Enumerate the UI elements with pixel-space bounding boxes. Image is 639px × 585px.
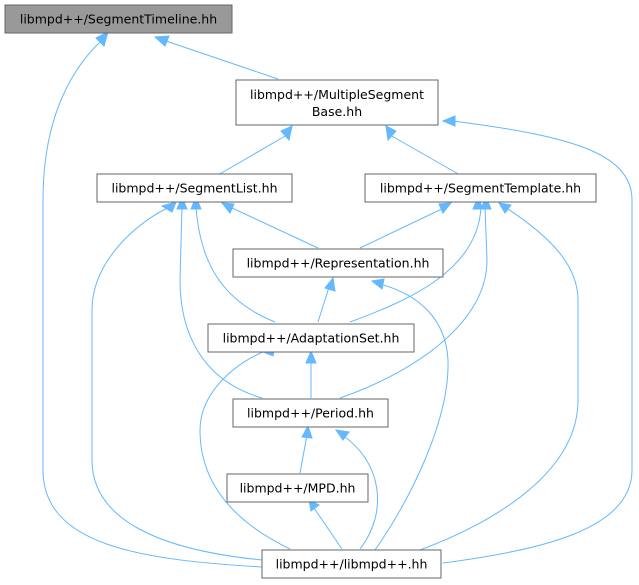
- node-label-line-2: Base.hh: [312, 104, 362, 119]
- edge-period-to-segmenttemplate: [339, 206, 488, 399]
- node-segment-list[interactable]: libmpd++/SegmentList.hh: [96, 173, 293, 203]
- node-segment-timeline[interactable]: libmpd++/SegmentTimeline.hh: [4, 4, 233, 34]
- node-adaptation-set[interactable]: libmpd++/AdaptationSet.hh: [207, 323, 415, 353]
- node-label: libmpd++/Representation.hh: [247, 256, 430, 271]
- edge-libmpdpp-to-period: [341, 434, 379, 550]
- node-box: [235, 79, 439, 126]
- node-box: [364, 173, 597, 203]
- edge-adaptationset-to-segmentlist: [195, 206, 276, 323]
- edge-libmpdpp-to-multiplesegmentbase: [442, 120, 633, 564]
- arrowhead-representation-b: [370, 278, 385, 290]
- edge-representation-to-segmenttemplate: [359, 206, 447, 249]
- node-libmpdpp[interactable]: libmpd++/libmpd++.hh: [261, 549, 442, 579]
- edge-libmpdpp-to-segmenttemplate: [419, 206, 579, 551]
- node-label: libmpd++/SegmentTemplate.hh: [380, 181, 581, 196]
- edge-libmpdpp-to-segmentlist: [91, 206, 263, 561]
- arrowhead-period-a: [301, 424, 313, 439]
- edge-period-to-segmentlist: [179, 206, 263, 399]
- arrowhead-multiplesegmentbase-a: [280, 125, 293, 142]
- edge-segmenttemplate-to-multiplesegmentbase: [389, 134, 461, 176]
- node-label: libmpd++/SegmentList.hh: [111, 181, 277, 196]
- edge-adaptationset-to-segmenttemplate: [349, 206, 482, 323]
- node-label: libmpd++/Period.hh: [247, 406, 374, 421]
- arrowhead-segmenttemplate-a: [438, 202, 453, 214]
- arrowhead-segmenttemplate-b: [472, 195, 484, 210]
- node-box: [4, 4, 233, 34]
- node-segment-template[interactable]: libmpd++/SegmentTemplate.hh: [364, 173, 597, 203]
- arrowhead-multiplesegmentbase-b: [385, 125, 397, 142]
- node-label: libmpd++/AdaptationSet.hh: [223, 331, 400, 346]
- node-label: libmpd++/MPD.hh: [240, 481, 356, 496]
- node-label: libmpd++/libmpd++.hh: [276, 557, 428, 572]
- node-box: [232, 398, 389, 428]
- node-label: libmpd++/SegmentTimeline.hh: [20, 12, 217, 27]
- arrowhead-segmenttemplate-c: [480, 195, 492, 210]
- edge-libmpdpp-to-representation: [374, 283, 449, 551]
- graph-edges: [42, 39, 633, 568]
- node-box: [261, 549, 442, 579]
- node-box: [232, 248, 444, 278]
- arrowhead-segmenttimeline-b: [95, 31, 109, 47]
- edge-multiplesegmentbase-to-segmenttimeline: [165, 40, 279, 80]
- node-period[interactable]: libmpd++/Period.hh: [232, 398, 389, 428]
- arrowhead-period-b: [334, 429, 350, 441]
- edge-libmpdpp-to-segmenttimeline: [42, 39, 263, 568]
- arrowhead-segmentlist-c: [190, 195, 202, 210]
- node-label-line-1: libmpd++/MultipleSegment: [250, 87, 424, 102]
- node-multiple-segment-base[interactable]: libmpd++/MultipleSegment Base.hh: [235, 79, 439, 126]
- node-box: [96, 173, 293, 203]
- edge-adaptationset-to-representation: [317, 283, 331, 323]
- arrowhead-segmentlist-a: [160, 201, 177, 213]
- arrowhead-representation-a: [324, 276, 336, 292]
- node-box: [226, 473, 369, 503]
- node-box: [207, 323, 415, 353]
- edge-representation-to-segmentlist: [229, 206, 319, 249]
- arrowhead-multiplesegmentbase-c: [441, 115, 456, 127]
- arrowhead-segmentlist-b: [176, 195, 188, 210]
- arrowhead-segmenttimeline-a: [153, 35, 170, 47]
- edge-libmpdpp-to-adaptationset: [199, 349, 291, 550]
- arrowhead-adaptationset-a: [305, 349, 317, 364]
- arrowhead-segmenttemplate-d: [498, 202, 512, 214]
- edge-segmentlist-to-multiplesegmentbase: [217, 134, 288, 176]
- edge-mpd-to-period: [299, 434, 308, 474]
- arrowhead-segmentlist-d: [220, 202, 235, 214]
- node-representation[interactable]: libmpd++/Representation.hh: [232, 248, 444, 278]
- edge-libmpdpp-to-mpd: [313, 507, 343, 550]
- node-mpd[interactable]: libmpd++/MPD.hh: [226, 473, 369, 503]
- graph-arrowheads: [95, 31, 512, 512]
